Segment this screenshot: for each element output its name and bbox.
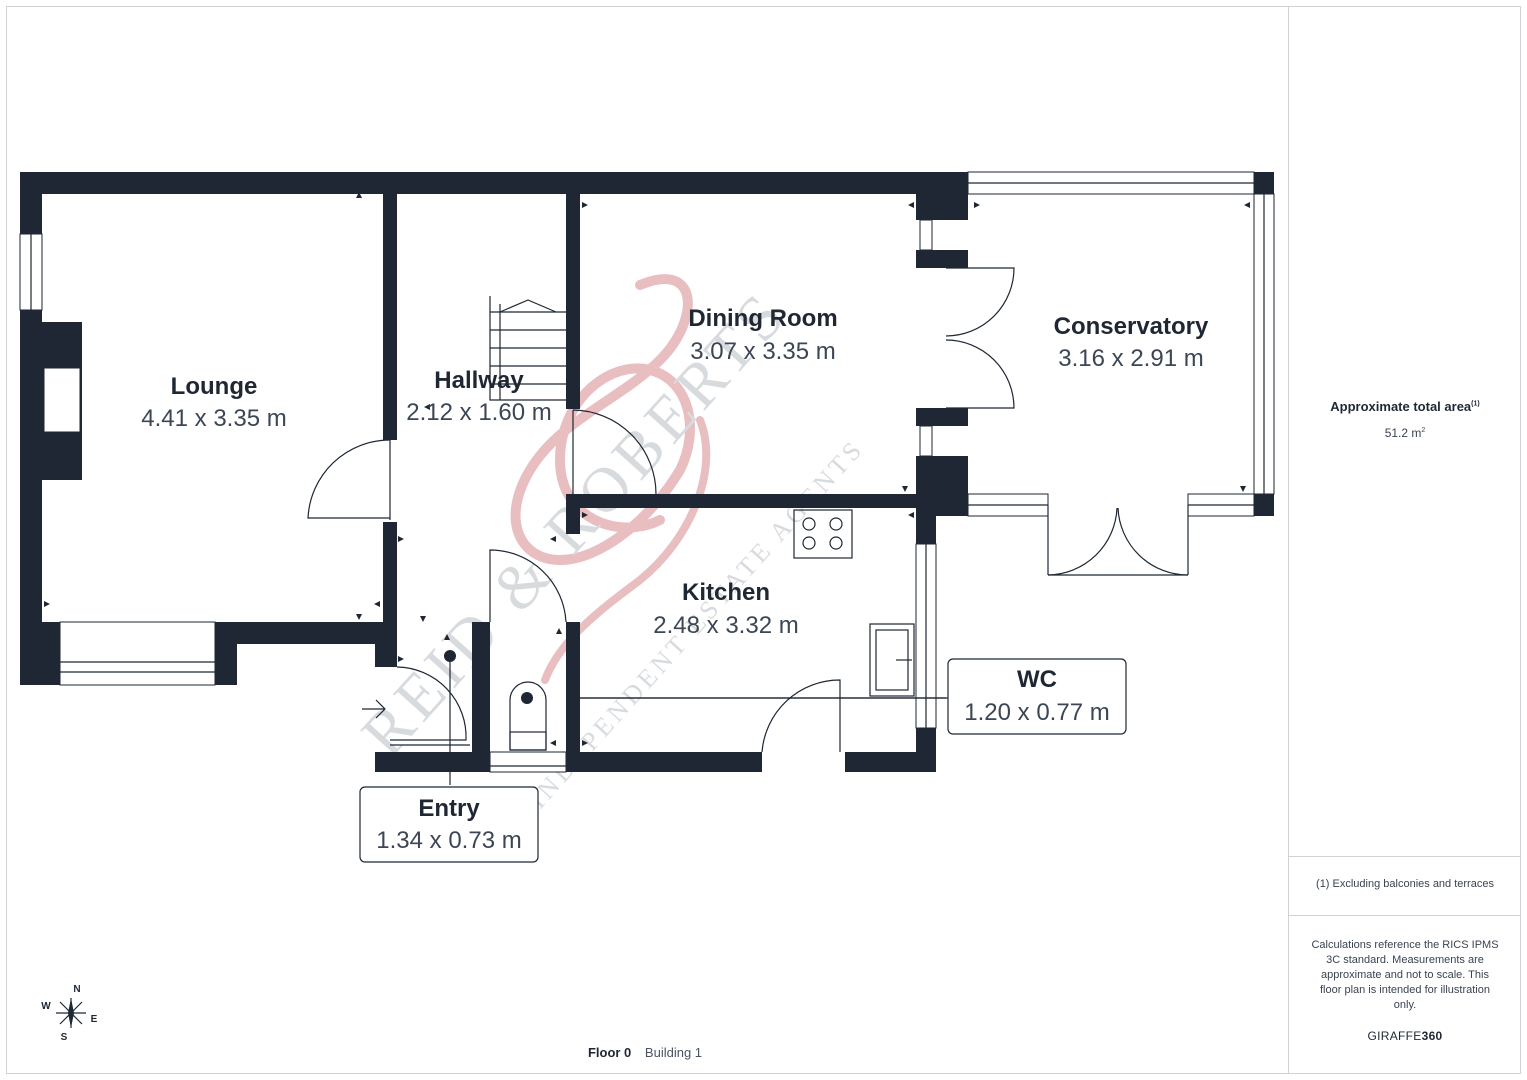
floor-name: Floor 0 [587,1045,632,1060]
floor-label: Floor 0 Building 1 [0,1045,1290,1060]
room-name: WC [1017,666,1057,693]
compass-south: S [61,1032,68,1043]
info-panel: Approximate total area(1) 51.2 m2 (1) Ex… [1288,6,1521,1074]
room-name: Lounge [171,373,258,400]
brand-logo: GIRAFFE360 [1289,1029,1521,1043]
floor-plan-drawing: REID & ROBERTS INDEPENDENT ESTATE AGENTS [19,171,1275,1043]
room-label-entry: Entry 1.34 x 0.73 m [359,786,539,863]
room-name: Dining Room [688,305,837,332]
compass-icon: N S E W [41,984,97,1043]
sheet-border [6,6,1521,1074]
windows [19,171,1275,773]
room-dimensions: 1.34 x 0.73 m [376,827,521,854]
dimension-markers [44,192,1250,746]
doors [307,267,1189,753]
building-name: Building 1 [644,1045,703,1060]
room-dimensions: 1.20 x 0.77 m [964,699,1109,726]
room-name: Conservatory [1054,313,1209,340]
room-name: Entry [418,795,480,822]
staircase [489,296,566,401]
room-dimensions: 4.41 x 3.35 m [141,405,286,432]
compass-east: E [91,1014,98,1025]
brand-logo-text: GIRAFFE [1367,1029,1422,1043]
area-unit-superscript: 2 [1421,427,1426,434]
brand-logo-number: 360 [1421,1029,1443,1043]
total-area-title-text: Approximate total area [1330,399,1472,414]
total-area-title: Approximate total area(1) [1289,399,1521,414]
room-label-dining-room: Dining Room 3.07 x 3.35 m [688,305,837,365]
room-label-conservatory: Conservatory 3.16 x 2.91 m [1054,313,1209,372]
total-area-value: 51.2 m2 [1289,426,1521,440]
room-label-wc: WC 1.20 x 0.77 m [947,658,1127,735]
hob [793,509,853,559]
total-area-footnote-ref: (1) [1471,400,1480,408]
room-label-lounge: Lounge 4.41 x 3.35 m [141,373,286,432]
room-dimensions: 3.07 x 3.35 m [690,338,835,365]
room-dimensions: 2.12 x 1.60 m [406,399,551,426]
toilet [509,681,547,751]
panel-divider [1289,856,1521,857]
disclaimer-text: Calculations reference the RICS IPMS 3C … [1311,939,1499,1011]
compass-west: W [41,1001,51,1012]
room-name: Kitchen [682,579,770,606]
area-footnote: (1) Excluding balconies and terraces [1316,878,1494,890]
sink [869,623,915,697]
room-dimensions: 2.48 x 3.32 m [653,612,798,639]
fixtures [362,296,948,785]
total-area-value-text: 51.2 m [1384,426,1422,440]
room-label-kitchen: Kitchen 2.48 x 3.32 m [653,579,798,639]
room-name: Hallway [434,367,524,394]
room-label-hallway: Hallway 2.12 x 1.60 m [406,367,551,426]
panel-divider [1289,915,1521,916]
compass-north: N [73,984,80,995]
walls [20,172,1274,772]
room-dimensions: 3.16 x 2.91 m [1058,345,1203,372]
